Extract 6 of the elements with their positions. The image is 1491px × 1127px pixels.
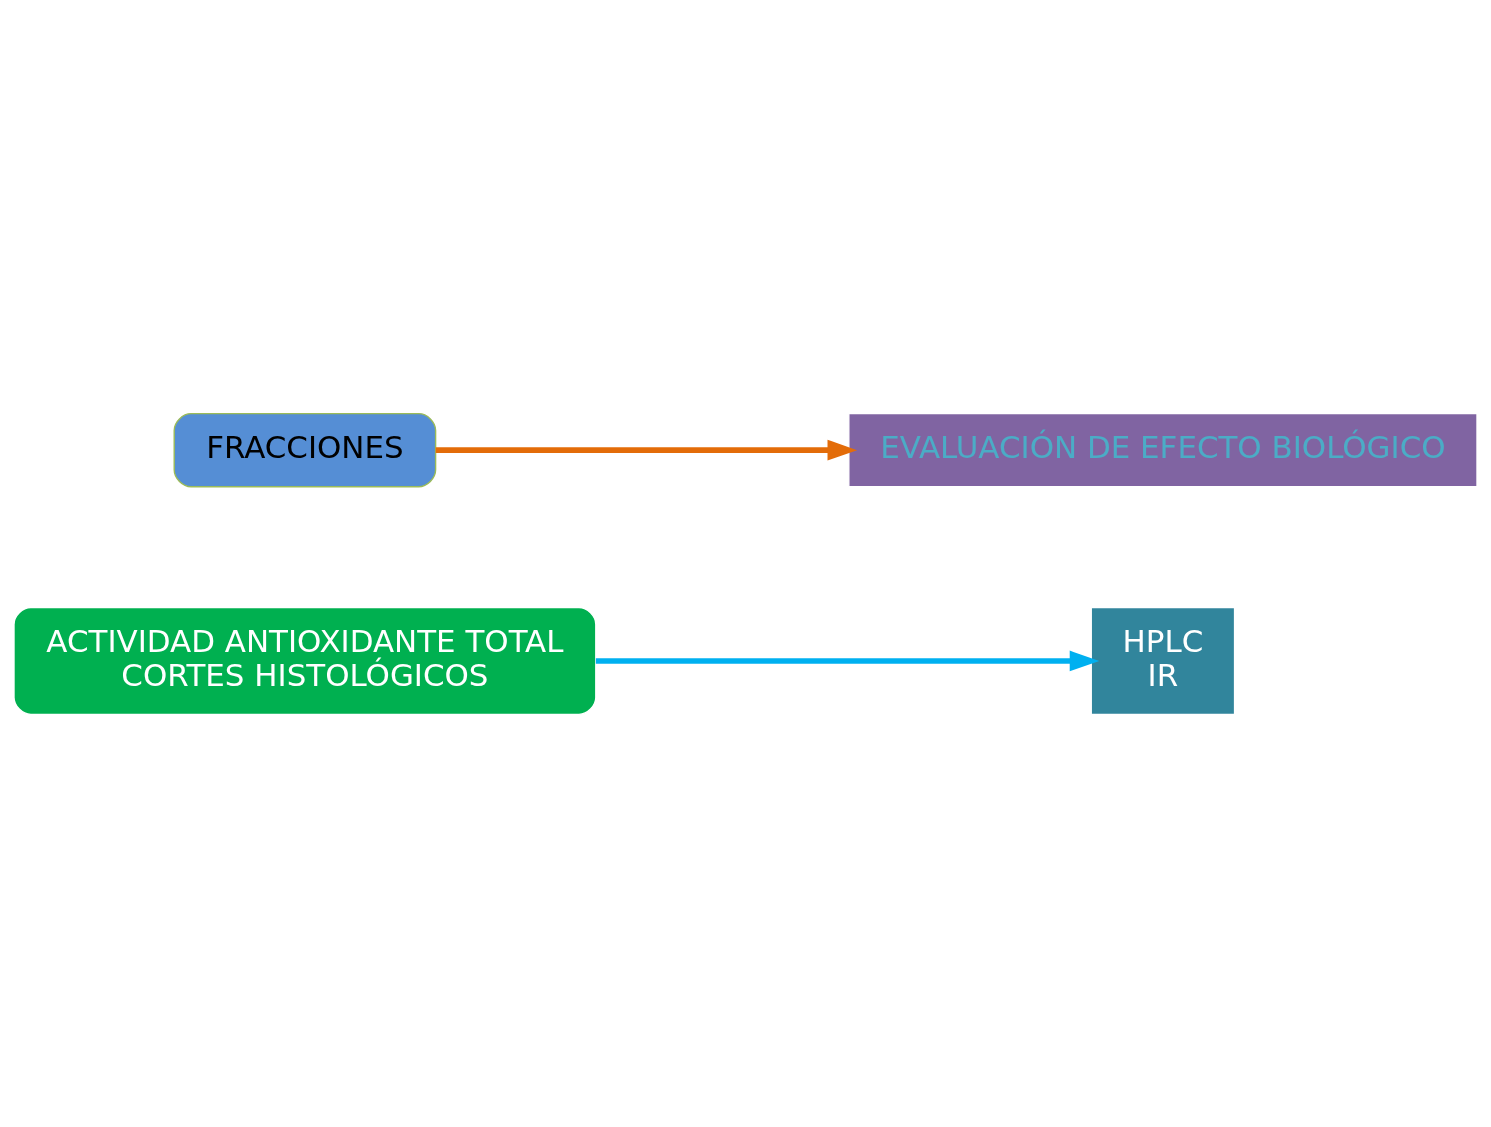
arrow <box>595 650 1100 671</box>
node-box: EVALUACIÓN DE EFECTO BIOLÓGICO <box>848 412 1478 487</box>
node-box: FRACCIONES <box>173 412 437 487</box>
node-box: ACTIVIDAD ANTIOXIDANTE TOTAL CORTES HISTOLÓGICOS <box>13 606 597 715</box>
node-box: HPLC IR <box>1090 606 1236 715</box>
arrow <box>435 439 858 461</box>
